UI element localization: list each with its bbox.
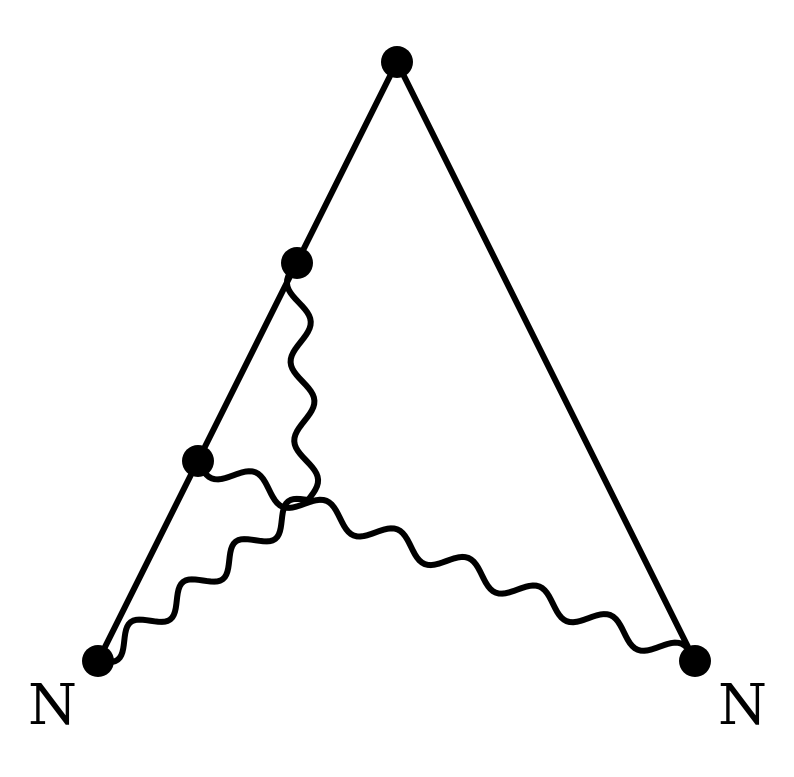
right-edge-line [394, 59, 698, 664]
left-edge-line [95, 59, 400, 664]
vertex-bottom-left [82, 645, 114, 677]
vertex-top [381, 46, 413, 78]
wavy-line-top-vertex-to-junction [283, 260, 322, 503]
wavy-line-middle-vertex-to-right-corner [195, 458, 698, 664]
label-bottom-left: N [28, 673, 77, 738]
vertex-middle-left [182, 445, 214, 477]
wavy-line-bottom-left-corner-to-junction [95, 495, 311, 666]
label-bottom-right: N [718, 673, 767, 738]
vertex-bottom-right [679, 645, 711, 677]
vertex-upper-left [281, 247, 313, 279]
